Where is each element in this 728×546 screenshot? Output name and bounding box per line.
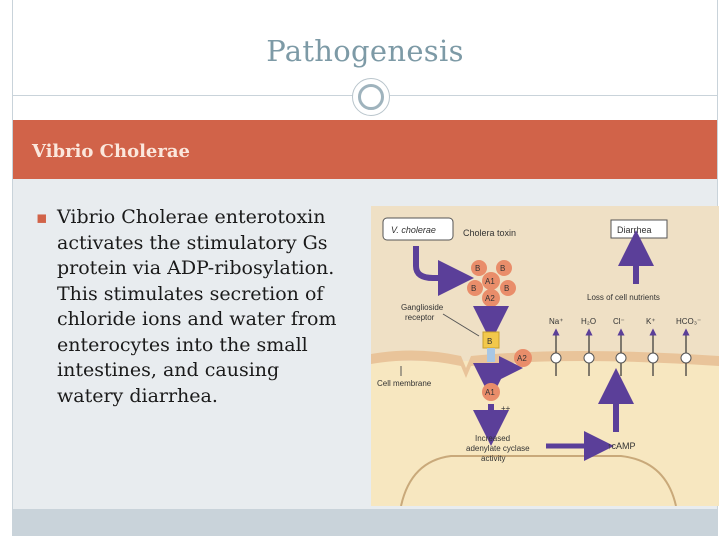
loss-nutrients-label: Loss of cell nutrients (587, 293, 660, 302)
ganglioside-label-line2: receptor (405, 313, 435, 322)
cell-membrane-label: Cell membrane (377, 379, 432, 388)
subunit-b-circle (500, 280, 516, 296)
cell-interior (371, 361, 719, 506)
slide-frame: Pathogenesis Vibrio Cholerae ▪ Vibrio Ch… (12, 0, 719, 536)
diarrhea-label: Diarrhea (617, 225, 652, 235)
subunit-b-label: B (500, 264, 505, 273)
receptor-b-label: B (487, 337, 492, 346)
subunit-a1-free-label: A1 (485, 388, 495, 397)
ion-channel-icon (583, 352, 595, 364)
ion-channel-icon (647, 352, 659, 364)
subunit-a2-circle (482, 289, 500, 307)
ion-water-label: H₂O (581, 317, 596, 326)
ion-potassium-label: K⁺ (646, 317, 656, 326)
camp-label: ↑cAMP (607, 441, 636, 451)
bullet-marker-icon: ▪ (36, 208, 48, 228)
increased-label-line2: adenylate cyclase (466, 444, 530, 453)
cholera-toxin-label: Cholera toxin (463, 228, 516, 238)
ornament-ring (358, 84, 384, 110)
subunit-a2-free-circle (514, 349, 532, 367)
cell-membrane-band (371, 350, 719, 378)
receptor-stem (487, 348, 495, 362)
increased-label-line3: activity (481, 454, 505, 463)
subunit-b-circle (467, 280, 483, 296)
bullet-item: ▪ Vibrio Cholerae enterotoxin activates … (36, 205, 348, 409)
ganglioside-pointer (442, 313, 480, 337)
subunit-a2-free-label: A2 (517, 354, 527, 363)
cholera-toxin-diagram: V. cholerae Cholera toxin B B A1 B B A2 (371, 206, 719, 506)
diagram-canvas: V. cholerae Cholera toxin B B A1 B B A2 (371, 217, 719, 506)
subunit-a2-label: A2 (485, 294, 495, 303)
v-cholerae-box (382, 217, 454, 241)
subunit-a1-free-circle (482, 383, 500, 401)
slide-subtitle: Vibrio Cholerae (32, 141, 190, 162)
ion-channel-icon (680, 352, 692, 364)
circle-ornament-icon (352, 78, 390, 116)
footer-band (13, 509, 717, 536)
ion-chloride-label: Cl⁻ (613, 317, 625, 326)
bullet-text: Vibrio Cholerae enterotoxin activates th… (57, 206, 337, 407)
subunit-b-label: B (471, 284, 476, 293)
subunit-a1-circle (482, 272, 500, 290)
cell-boundary-curve (400, 455, 677, 506)
plus-plus-label: ++ (501, 404, 511, 413)
subunit-b-circle (471, 260, 487, 276)
ion-bicarbonate-label: HCO₃⁻ (676, 317, 701, 326)
slide-title: Pathogenesis (266, 34, 464, 68)
subunit-a1-label: A1 (485, 277, 495, 286)
ion-channel-icon (550, 352, 562, 364)
v-cholerae-label: V. cholerae (391, 225, 436, 235)
subunit-b-circle (496, 260, 512, 276)
ganglioside-label-line1: Ganglioside (401, 303, 444, 312)
toxin-release-arrow (413, 246, 474, 296)
subtitle-band (13, 120, 717, 179)
increased-label-line1: Increased (475, 434, 510, 443)
subunit-b-label: B (504, 284, 509, 293)
ion-sodium-label: Na⁺ (549, 317, 563, 326)
ion-channel-icon (615, 352, 627, 364)
subunit-b-label: B (475, 264, 480, 273)
